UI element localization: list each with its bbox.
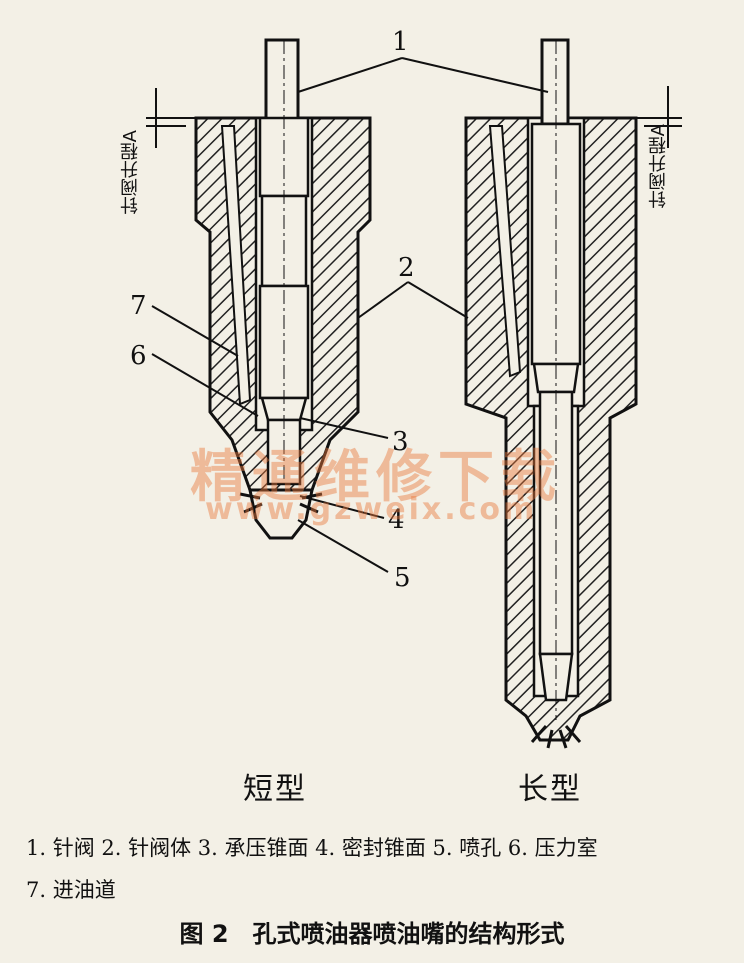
short-spray-holes — [239, 492, 323, 514]
short-nozzle — [146, 38, 372, 540]
short-lift-marker — [146, 88, 196, 148]
lift-label-right: 针阀升程A — [648, 124, 669, 209]
label-6: 6 — [130, 341, 147, 371]
leader-lines — [151, 57, 549, 573]
nozzle-diagram: 1 2 3 4 5 6 7 — [130, 27, 682, 749]
figure-caption: 图 2 孔式喷油器喷油嘴的结构形式 — [179, 920, 565, 948]
legend-line-2: 7. 进油道 — [26, 878, 116, 902]
watermark-url: www.gzweix.com — [205, 492, 538, 527]
long-spray-holes — [530, 725, 582, 749]
long-lift-marker — [636, 86, 682, 148]
lift-label-left: 针阀升程A — [120, 130, 141, 215]
long-nozzle — [464, 38, 682, 749]
long-type-label: 长型 — [518, 772, 582, 807]
short-oil-passage — [220, 125, 252, 406]
long-oil-passage — [488, 125, 522, 378]
watermark-text: 精通维修下载 — [190, 445, 562, 510]
label-7: 7 — [130, 291, 147, 321]
short-nozzle-tip — [248, 488, 314, 540]
legend-line-1: 1. 针阀 2. 针阀体 3. 承压锥面 4. 密封锥面 5. 喷孔 6. 压力… — [26, 836, 598, 860]
short-type-label: 短型 — [243, 772, 307, 807]
short-needle-valve — [258, 38, 310, 486]
long-needle-valve — [530, 38, 582, 720]
label-4: 4 — [388, 505, 405, 535]
label-1: 1 — [392, 27, 409, 57]
label-2: 2 — [398, 253, 415, 283]
label-3: 3 — [392, 427, 409, 457]
label-5: 5 — [394, 563, 411, 593]
